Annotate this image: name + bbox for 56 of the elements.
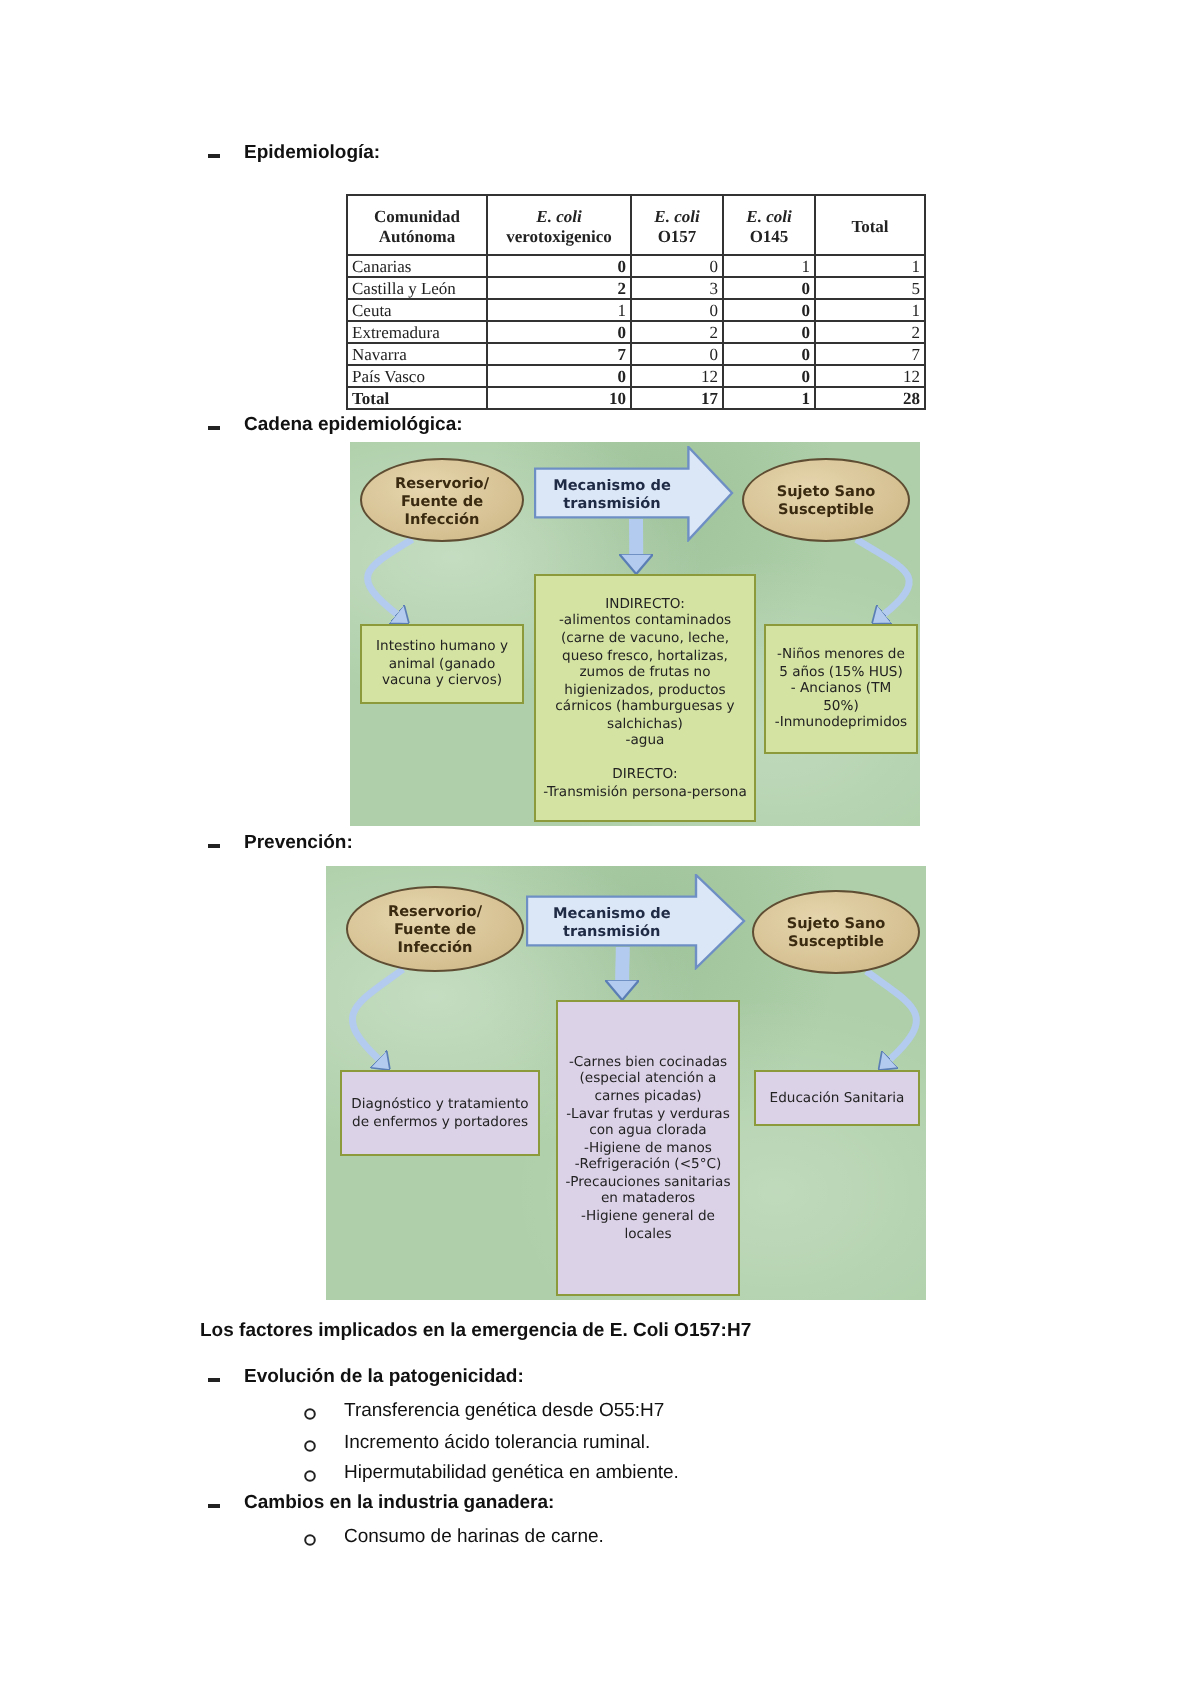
total-value: 10: [487, 387, 631, 409]
column-header: E. coli O145: [723, 195, 815, 255]
row-label: Canarias: [347, 255, 487, 277]
section-heading: Epidemiología:: [244, 142, 381, 166]
count-value: 7: [815, 343, 925, 365]
count-value: 1: [815, 255, 925, 277]
list-item: Transferencia genética desde O55:H7: [344, 1400, 665, 1424]
count-value: 0: [723, 299, 815, 321]
list-item: Hipermutabilidad genética en ambiente.: [344, 1462, 679, 1486]
total-value: 1: [723, 387, 815, 409]
list-heading: Evolución de la patogenicidad:: [244, 1366, 524, 1390]
curved-arrow: [349, 966, 406, 1071]
row-label: País Vasco: [347, 365, 487, 387]
arrow: [625, 519, 647, 575]
count-value: 0: [723, 343, 815, 365]
count-value: 0: [631, 255, 723, 277]
list-item: Consumo de harinas de carne.: [344, 1526, 604, 1550]
count-value: 0: [487, 365, 631, 387]
list-heading: Cambios en la industria ganadera:: [244, 1492, 555, 1516]
count-value: 1: [487, 299, 631, 321]
column-header: Total: [815, 195, 925, 255]
row-label: Total: [347, 387, 487, 409]
row-label: Ceuta: [347, 299, 487, 321]
count-value: 0: [723, 365, 815, 387]
column-header: E. coli O157: [631, 195, 723, 255]
count-value: 12: [631, 365, 723, 387]
row-label: Extremadura: [347, 321, 487, 343]
arrow: [611, 946, 633, 1001]
count-value: 0: [631, 343, 723, 365]
count-value: 0: [723, 277, 815, 299]
total-value: 17: [631, 387, 723, 409]
count-value: 5: [815, 277, 925, 299]
count-value: 2: [815, 321, 925, 343]
count-value: 1: [723, 255, 815, 277]
row-label: Navarra: [347, 343, 487, 365]
row-label: Castilla y León: [347, 277, 487, 299]
list-item: Incremento ácido tolerancia ruminal.: [344, 1432, 651, 1456]
count-value: 0: [487, 255, 631, 277]
section-heading: Los factores implicados en la emergencia de E. Coli O157:H7: [200, 1320, 752, 1344]
curved-arrow: [864, 968, 920, 1072]
count-value: 3: [631, 277, 723, 299]
column-header: E. coli verotoxigenico: [487, 195, 631, 255]
count-value: 2: [487, 277, 631, 299]
count-value: 0: [723, 321, 815, 343]
count-value: 7: [487, 343, 631, 365]
count-value: 12: [815, 365, 925, 387]
total-value: 28: [815, 387, 925, 409]
curved-arrow: [364, 536, 415, 625]
section-heading: Prevención:: [244, 832, 353, 856]
curved-arrow: [854, 536, 913, 626]
count-value: 1: [815, 299, 925, 321]
section-heading: Cadena epidemiológica:: [244, 414, 463, 438]
count-value: 0: [631, 299, 723, 321]
count-value: 0: [487, 321, 631, 343]
column-header: Comunidad Autónoma: [347, 195, 487, 255]
count-value: 2: [631, 321, 723, 343]
